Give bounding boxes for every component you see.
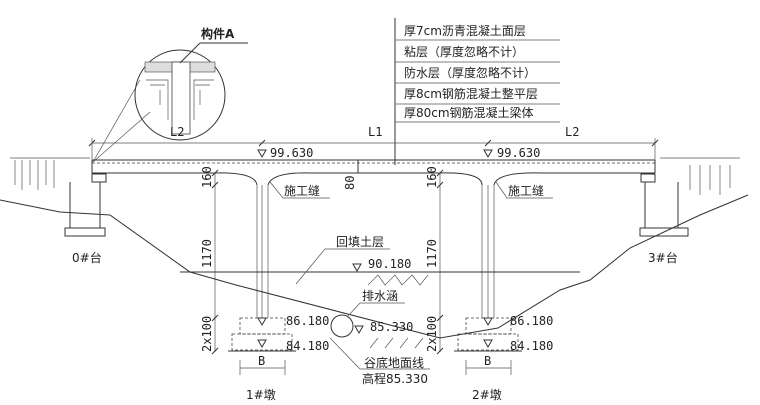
- abutment-3-label: 3#台: [648, 250, 678, 265]
- layer-tack: 粘层（厚度忽略不计）: [404, 44, 524, 59]
- dim-1170-right: 1170: [425, 239, 439, 268]
- dim-80: 80: [343, 176, 357, 190]
- dim-160-right: 160: [425, 166, 439, 188]
- pier-2-label: 2#墩: [472, 388, 502, 402]
- culvert-elevation: 85.330: [370, 320, 413, 334]
- component-a-detail: 构件A: [92, 26, 248, 163]
- pier-2-top-elevation: 86.180: [510, 314, 553, 328]
- footing-width-2: B: [484, 354, 491, 368]
- pier-1-top-elevation: 86.180: [286, 314, 329, 328]
- layer-leveling: 厚8cm钢筋混凝土整平层: [404, 86, 538, 101]
- construction-joint-left: 施工缝: [284, 183, 320, 198]
- construction-joints: 施工缝 施工缝: [269, 181, 553, 199]
- backfill-label: 回填土层: [336, 235, 384, 249]
- layer-legend: 厚7cm沥青混凝土面层 粘层（厚度忽略不计） 防水层（厚度忽略不计） 厚8cm钢…: [394, 18, 560, 165]
- bridge-deck: 99.630 99.630: [91, 146, 656, 186]
- backfill-annotation: 回填土层 90.180: [295, 235, 429, 286]
- dim-1170-left: 1170: [200, 239, 214, 268]
- construction-joint-right: 施工缝: [508, 183, 544, 198]
- span-l1: L1: [368, 125, 382, 139]
- culvert-label: 排水涵: [362, 289, 398, 303]
- piers: B B 1#墩 2#墩: [228, 185, 522, 402]
- layer-waterproof: 防水层（厚度忽略不计）: [404, 65, 536, 80]
- deck-elevation-right: 99.630: [497, 146, 540, 160]
- dim-160-left: 160: [200, 166, 214, 188]
- span-l2-right: L2: [565, 125, 579, 139]
- valley-line-label: 谷底地面线: [364, 355, 424, 370]
- footing-width-1: B: [258, 354, 265, 368]
- valley-elevation: 高程85.330: [362, 371, 428, 386]
- layer-asphalt: 厚7cm沥青混凝土面层: [404, 23, 526, 38]
- drainage-culvert: 排水涵 85.330 86.180 86.180 84.180 84.180: [286, 289, 553, 353]
- dim-2x100-right: 2x100: [425, 316, 439, 352]
- abutment-0-label: 0#台: [72, 250, 102, 265]
- pier-1-label: 1#墩: [246, 388, 276, 402]
- pier-2-bottom-elevation: 84.180: [510, 339, 553, 353]
- deck-elevation-left: 99.630: [270, 146, 313, 160]
- span-dimensions: L2 L1 L2: [88, 125, 659, 160]
- layer-beam: 厚80cm钢筋混凝土梁体: [404, 105, 534, 120]
- backfill-elevation: 90.180: [368, 257, 411, 271]
- ground: 0#台 3#台: [0, 157, 749, 339]
- component-a-label: 构件A: [201, 26, 235, 41]
- span-l2-left: L2: [170, 125, 184, 139]
- pier-1-bottom-elevation: 84.180: [286, 339, 329, 353]
- valley-annotation: 谷底地面线 高程85.330: [329, 337, 430, 386]
- dim-2x100-left: 2x100: [200, 316, 214, 352]
- vertical-dimensions: 160 160 1170 1170 2x100 2x100 80: [200, 160, 444, 355]
